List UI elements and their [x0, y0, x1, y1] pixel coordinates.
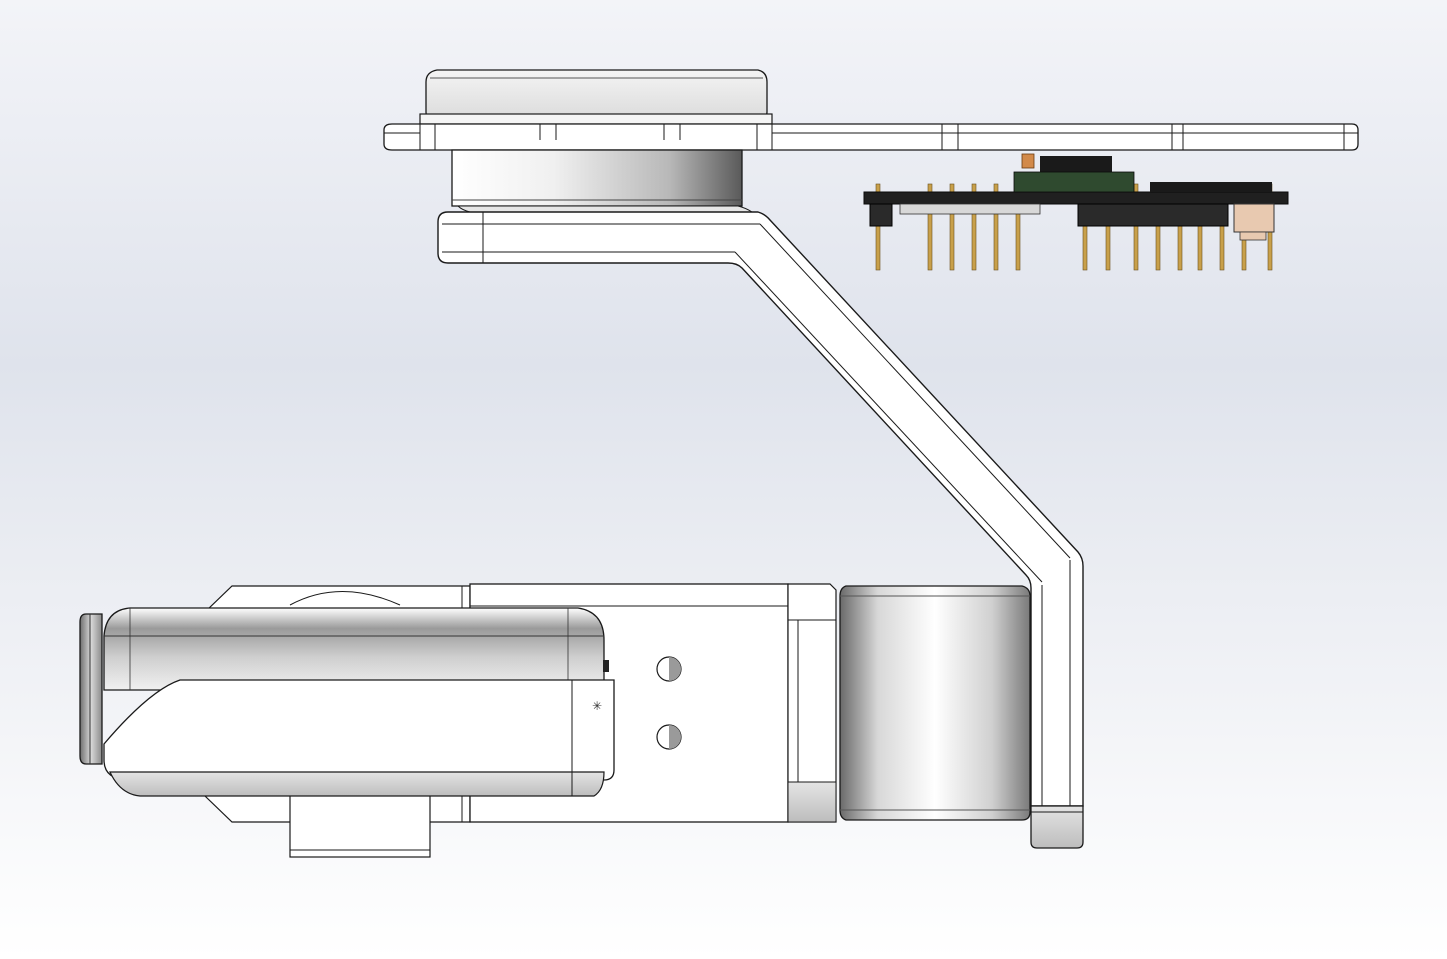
- pcb-components-row: [1013, 171, 1135, 193]
- header-pin: [949, 183, 955, 271]
- yaw-motor-cap: [425, 69, 768, 119]
- camera-lens-ring: [79, 613, 103, 765]
- camera-body-top: [103, 607, 605, 691]
- header-pin: [993, 183, 999, 271]
- pcb-chip: [1040, 156, 1112, 172]
- yaw-motor-body: [451, 149, 743, 207]
- camera-body-bottom: [109, 771, 605, 797]
- camera-label: ✳: [592, 699, 602, 713]
- pin-header-left: [869, 203, 893, 227]
- arm-outline: [437, 211, 1084, 807]
- pcb-under-components: [899, 203, 1041, 215]
- header-pin: [875, 183, 881, 271]
- header-pin: [1133, 183, 1139, 271]
- header-pin: [971, 183, 977, 271]
- mounting-holes: [656, 656, 682, 750]
- pcb-capacitor: [1021, 153, 1035, 169]
- roll-motor: [839, 585, 1031, 821]
- header-pin: [927, 183, 933, 271]
- pcb-top-connector: [1150, 182, 1272, 192]
- pin-header-mid: [1077, 203, 1229, 227]
- camera-body-front: [103, 679, 615, 781]
- yaw-motor-base: [456, 205, 754, 213]
- yaw-motor-rim: [419, 113, 773, 125]
- gimbal-arm: [437, 211, 1084, 849]
- top-mounting-plate: [383, 123, 1359, 151]
- pcb-connector: [1233, 203, 1275, 233]
- camera-button: [603, 660, 609, 672]
- top-mount-assembly: [383, 69, 1359, 213]
- cradle-bottom-tab: [289, 791, 431, 858]
- pcb-board: [863, 191, 1289, 205]
- controller-pcb: [863, 153, 1289, 271]
- arm-foot: [1030, 805, 1084, 849]
- action-camera: ✳: [79, 607, 615, 797]
